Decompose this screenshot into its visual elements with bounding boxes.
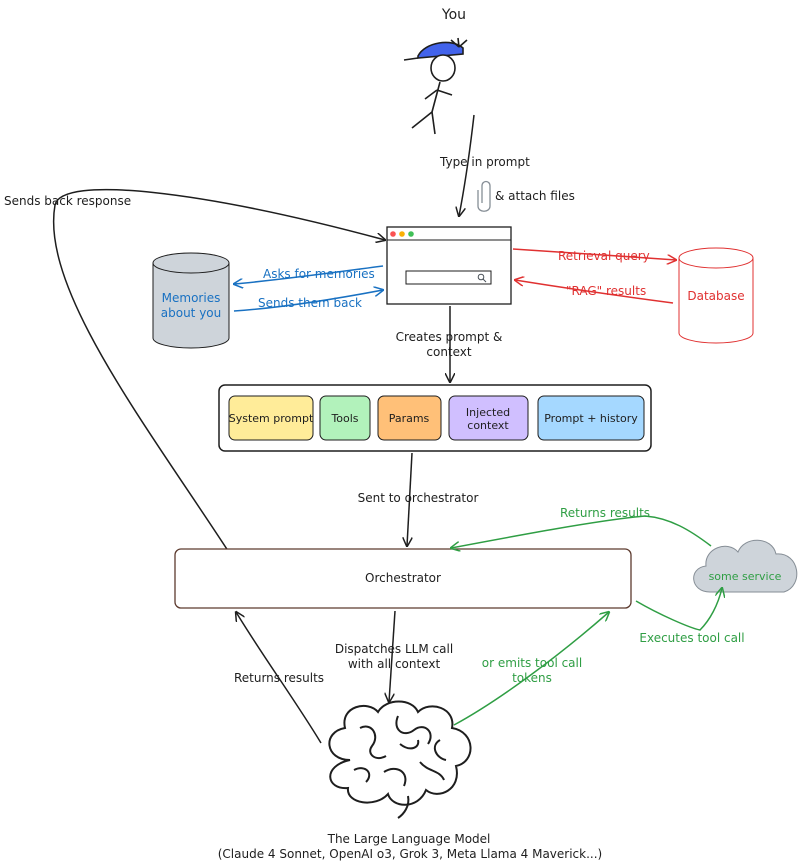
dispatch-label-2: with all context — [348, 657, 441, 671]
user-label: You — [441, 7, 466, 23]
orchestrator-box: Orchestrator — [174, 548, 632, 609]
search-icon — [477, 273, 487, 283]
chip-injected-context: Injected context — [448, 395, 529, 441]
asks-memories-arrow — [234, 265, 384, 284]
retrieval-query-arrow — [512, 248, 676, 260]
dispatch-label-1: Dispatches LLM call — [335, 642, 453, 656]
sent-to-orchestrator-arrow — [407, 452, 413, 546]
svg-text:Injected: Injected — [466, 406, 510, 419]
prompt-input-box — [405, 270, 492, 285]
memories-label-line2: about you — [161, 306, 222, 320]
chip-params: Params — [377, 395, 442, 441]
service-returns-arrow — [451, 515, 712, 548]
brain-icon — [328, 700, 472, 819]
retrieval-query-label: Retrieval query — [558, 249, 650, 263]
paperclip-icon — [477, 180, 491, 212]
memories-label-line1: Memories — [162, 291, 221, 305]
emits-label-2: tokens — [512, 671, 552, 685]
orchestrator-label: Orchestrator — [365, 571, 441, 585]
svg-text:System prompt: System prompt — [229, 412, 314, 425]
window-maximize-dot — [408, 231, 414, 237]
chip-tools: Tools — [319, 395, 371, 441]
database-store: Database — [678, 247, 754, 344]
llm-title: The Large Language Model — [327, 832, 491, 846]
database-label: Database — [687, 289, 744, 303]
svg-text:context: context — [467, 419, 509, 432]
executes-tool-arrow — [635, 588, 722, 631]
rag-results-label: "RAG" results — [566, 284, 646, 298]
sends-back-response-label: Sends back response — [4, 194, 131, 208]
sends-them-back-label: Sends them back — [258, 296, 362, 310]
context-bundle: System prompt Tools Params Injected cont… — [218, 384, 652, 452]
chip-prompt-history: Prompt + history — [537, 395, 645, 441]
creates-prompt-label-1: Creates prompt & — [396, 330, 503, 344]
emits-tool-call-arrow — [453, 612, 609, 726]
window-close-dot — [390, 231, 396, 237]
rag-results-arrow — [515, 280, 674, 304]
svg-text:Params: Params — [389, 412, 430, 425]
cloud-icon — [693, 539, 798, 593]
memories-store: Memories about you — [152, 252, 230, 349]
window-minimize-dot — [399, 231, 405, 237]
executes-tool-label: Executes tool call — [639, 631, 744, 645]
attach-files-label: & attach files — [495, 189, 575, 203]
chat-app-window — [386, 226, 512, 305]
llm-subtitle: (Claude 4 Sonnet, OpenAI o3, Grok 3, Met… — [218, 847, 602, 861]
svg-text:Prompt + history: Prompt + history — [544, 412, 638, 425]
llm-returns-label: Returns results — [234, 671, 324, 685]
asks-memories-label: Asks for memories — [263, 267, 375, 281]
user-figure-icon — [403, 37, 468, 135]
type-prompt-label: Type in prompt — [439, 155, 530, 169]
type-prompt-arrow — [459, 114, 475, 216]
svg-text:Tools: Tools — [330, 412, 358, 425]
service-label: some service — [709, 570, 782, 583]
sends-them-back-arrow — [233, 290, 383, 312]
service-returns-label: Returns results — [560, 506, 650, 520]
sent-to-orchestrator-label: Sent to orchestrator — [358, 491, 479, 505]
sends-back-response-arrow — [52, 188, 385, 561]
dispatch-llm-arrow — [389, 610, 396, 702]
chip-system-prompt: System prompt — [228, 395, 314, 441]
llm-returns-arrow — [236, 612, 322, 744]
creates-prompt-label-2: context — [426, 345, 472, 359]
emits-label-1: or emits tool call — [482, 656, 582, 670]
